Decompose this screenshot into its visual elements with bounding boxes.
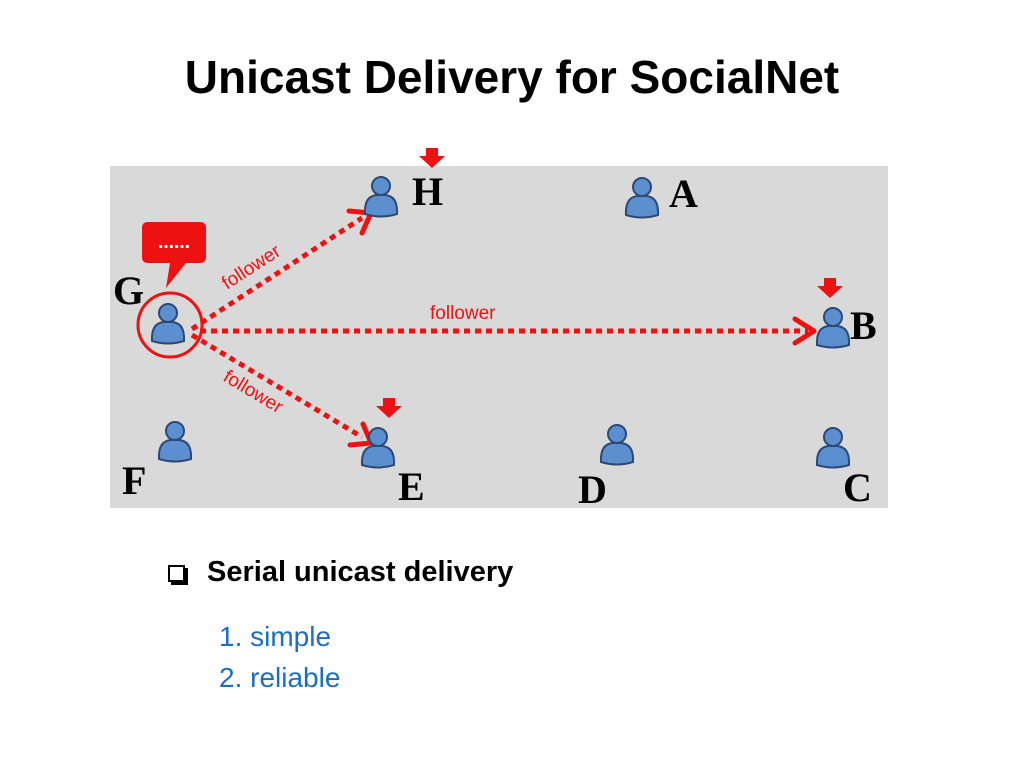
speech-bubble: …… (142, 222, 206, 288)
node-label-h: H (412, 169, 443, 214)
bullet-item: Serial unicast delivery (168, 556, 513, 589)
list-item-reliable: 2. reliable (219, 662, 341, 693)
selected-node-circle (136, 291, 204, 359)
bullet-heading: Serial unicast delivery (207, 556, 514, 588)
node-label-e: E (398, 464, 425, 509)
checkbox-bullet-icon (168, 565, 185, 582)
speech-bubble-text: …… (158, 233, 190, 252)
diagram-background (110, 166, 888, 508)
edge-g-to-h (190, 215, 364, 332)
node-label-d: D (578, 467, 607, 512)
node-label-g: G (113, 268, 144, 313)
edge-label-g-b: follower (430, 303, 496, 324)
slide-title: Unicast Delivery for SocialNet (184, 51, 840, 103)
node-label-c: C (843, 465, 872, 510)
sub-list: 1. simple 2. reliable (219, 616, 340, 698)
arrowhead-b (792, 316, 817, 346)
edge-g-to-e (190, 332, 364, 440)
node-label-a: A (669, 171, 698, 216)
list-item-simple: 1. simple (219, 621, 332, 652)
node-label-f: F (122, 458, 146, 503)
node-label-b: B (850, 303, 877, 348)
delivery-marker-icon-h (419, 148, 445, 168)
